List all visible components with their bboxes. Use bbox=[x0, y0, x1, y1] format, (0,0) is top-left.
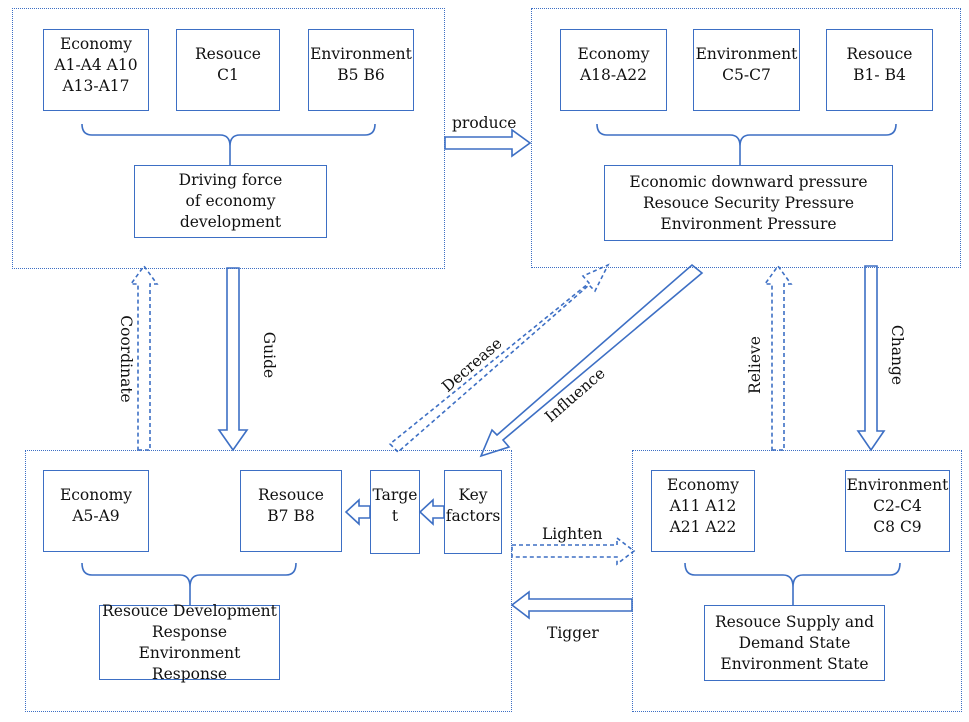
guide-arrow bbox=[217, 267, 249, 452]
coordinate-label: Coordinate bbox=[117, 315, 135, 403]
response-economy-box: Economy A5-A9 bbox=[43, 470, 149, 552]
state-economy-box: Economy A11 A12 A21 A22 bbox=[651, 470, 755, 552]
pressure-summary-box: Economic downward pressure Resouce Secur… bbox=[604, 165, 893, 241]
lighten-label: Lighten bbox=[542, 525, 603, 543]
target-box: Targe t bbox=[370, 470, 420, 554]
influence-arrow bbox=[479, 263, 704, 458]
relieve-arrow bbox=[763, 264, 793, 451]
tigger-arrow bbox=[510, 590, 633, 620]
driving-economy-box: Economy A1-A4 A10 A13-A17 bbox=[43, 29, 149, 111]
influence-label: Influence bbox=[541, 364, 609, 426]
tigger-label: Tigger bbox=[547, 624, 599, 642]
driving-environment-box: Environment B5 B6 bbox=[308, 29, 414, 111]
pressure-environment-box: Environment C5-C7 bbox=[693, 29, 800, 111]
produce-label: produce bbox=[452, 114, 517, 132]
pressure-panel bbox=[531, 8, 961, 268]
relieve-label: Relieve bbox=[746, 336, 764, 394]
pressure-economy-box: Economy A18-A22 bbox=[560, 29, 667, 111]
key-factors-box: Key factors bbox=[444, 470, 502, 554]
driving-resource-box: Resouce C1 bbox=[176, 29, 280, 111]
driving-summary-box: Driving force of economy development bbox=[134, 165, 327, 238]
change-arrow bbox=[856, 265, 886, 452]
state-environment-box: Environment C2-C4 C8 C9 bbox=[845, 470, 950, 552]
response-panel bbox=[25, 450, 512, 712]
produce-arrow bbox=[444, 128, 532, 158]
response-resource-box: Resouce B7 B8 bbox=[240, 470, 342, 552]
guide-label: Guide bbox=[260, 331, 278, 379]
pressure-resource-box: Resouce B1- B4 bbox=[826, 29, 933, 111]
state-summary-box: Resouce Supply and Demand State Environm… bbox=[704, 605, 885, 681]
response-summary-box: Resouce Development Response Environment… bbox=[99, 602, 280, 683]
change-label: Change bbox=[888, 324, 906, 386]
state-panel bbox=[632, 450, 962, 712]
decrease-label: Decrease bbox=[438, 334, 506, 396]
decrease-arrow bbox=[388, 263, 610, 454]
